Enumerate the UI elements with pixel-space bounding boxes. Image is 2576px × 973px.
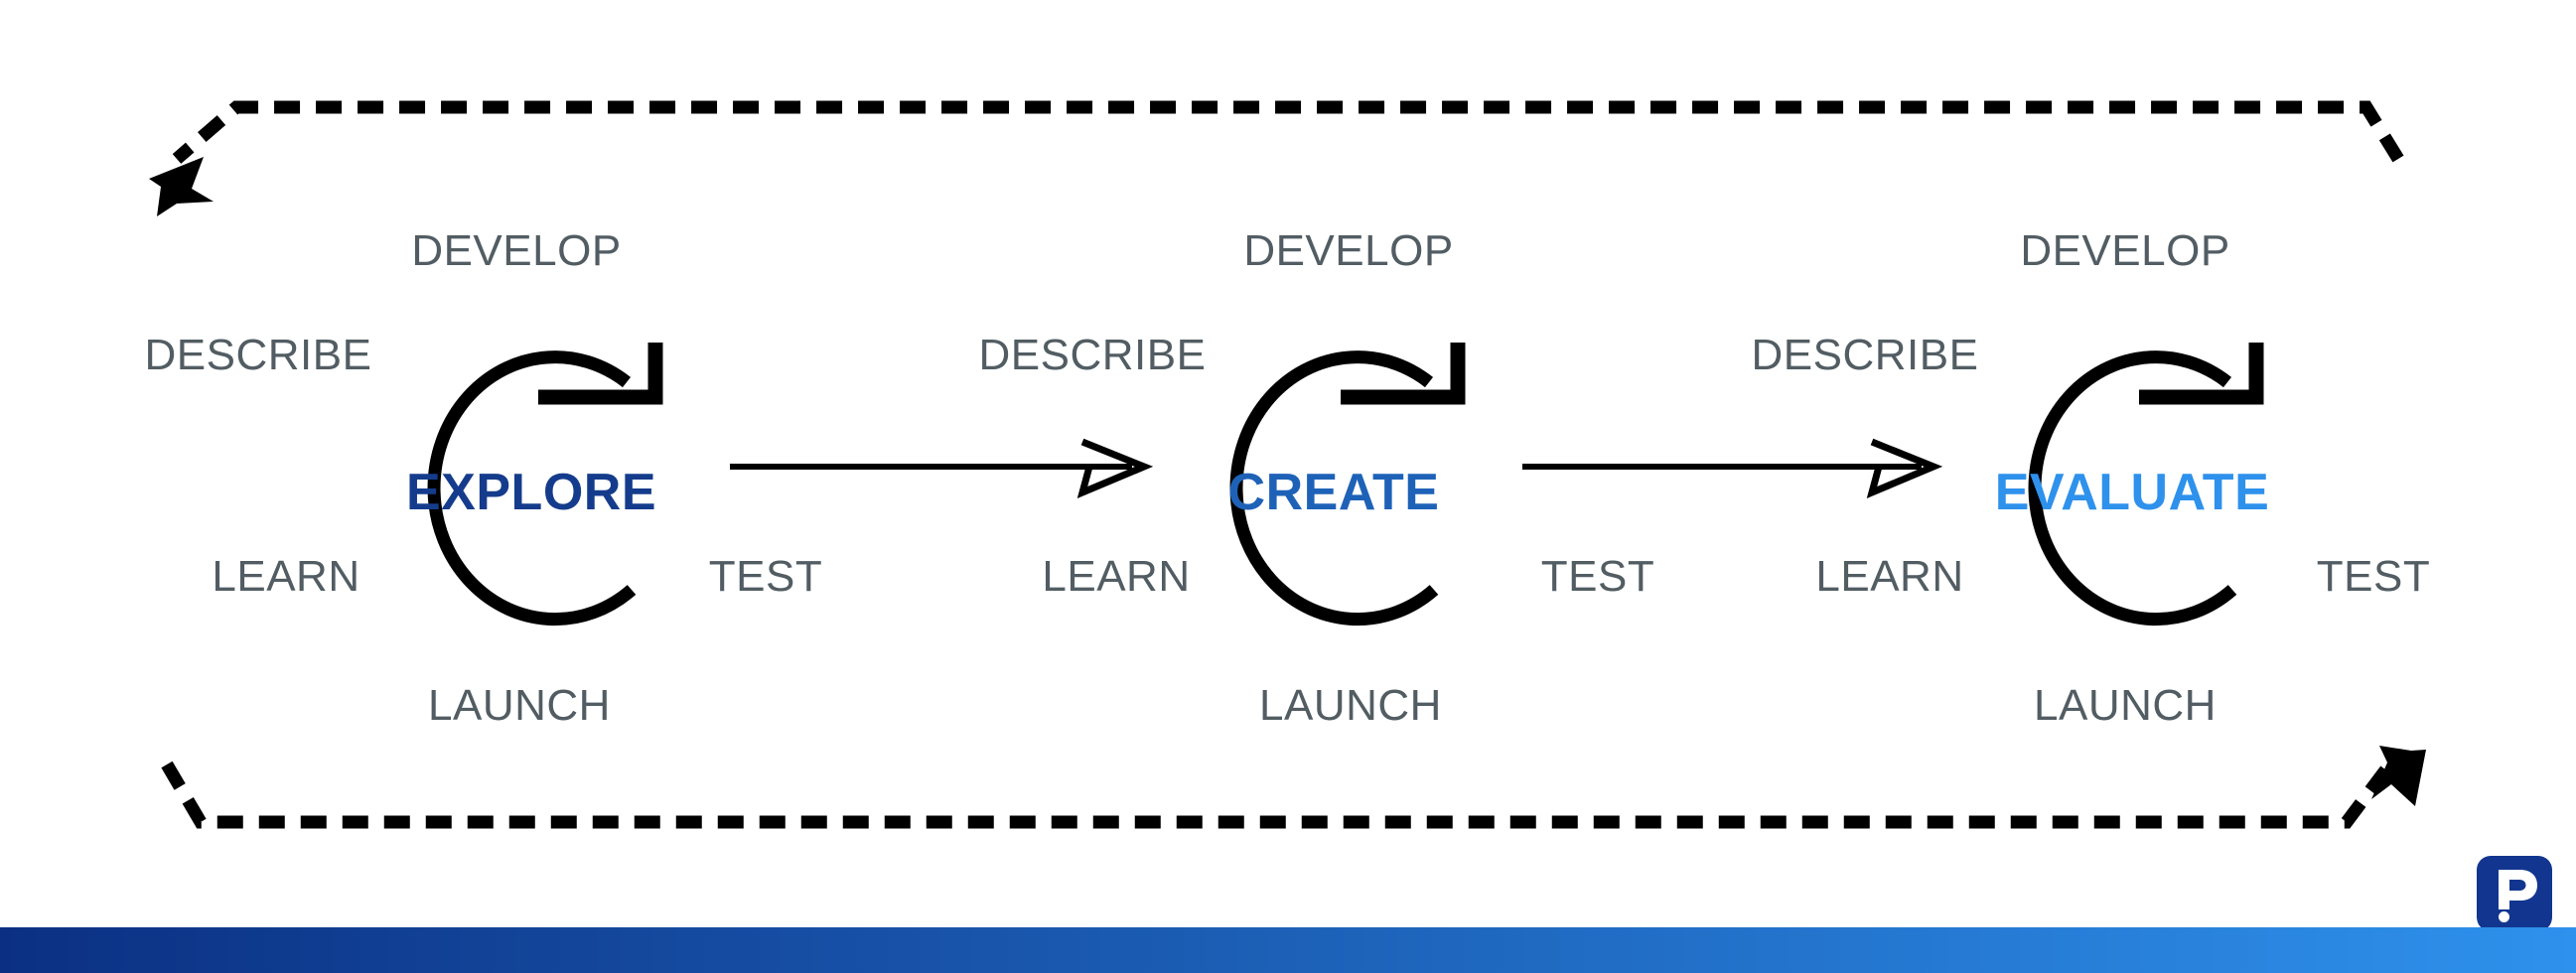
create-label-launch: LAUNCH (1259, 681, 1442, 730)
connector-create-to-evaluate (1522, 438, 1943, 498)
create-ring-arrowhead-icon (1341, 343, 1466, 405)
top-feedback-arrowhead-icon (149, 157, 214, 216)
evaluate-ring-arc (2028, 350, 2237, 626)
evaluate-label-develop: DEVELOP (2020, 226, 2229, 275)
evaluate-label-learn: LEARN (1815, 552, 1963, 601)
connector-explore-to-create (730, 438, 1154, 498)
evaluate-ring-arrowhead-icon (2139, 343, 2264, 405)
connector-1-arrowhead-icon (1076, 438, 1154, 498)
footer-gradient-bar (0, 927, 2576, 973)
top-feedback-dashed-path (172, 100, 2404, 164)
explore-label-test: TEST (709, 552, 822, 601)
create-label-develop: DEVELOP (1243, 226, 1453, 275)
evaluate-label-describe: DESCRIBE (1752, 331, 1979, 379)
cycle-create[interactable]: CREATE DEVELOP DESCRIBE LEARN TEST LAUNC… (979, 226, 1655, 730)
create-label-test: TEST (1541, 552, 1654, 601)
explore-label-describe: DESCRIBE (145, 331, 372, 379)
top-feedback-loop (149, 100, 2404, 216)
cycle-title-create: CREATE (1228, 464, 1440, 521)
explore-label-learn: LEARN (212, 552, 359, 601)
cycle-title-explore: EXPLORE (406, 464, 656, 521)
evaluate-label-launch: LAUNCH (2034, 681, 2217, 730)
explore-ring-arrowhead-icon (538, 343, 663, 405)
logo-letter-p (2499, 870, 2537, 909)
logo-dot (2499, 911, 2509, 922)
cycle-evaluate[interactable]: EVALUATE DEVELOP DESCRIBE LEARN TEST LAU… (1752, 226, 2431, 730)
explore-ring-arc (427, 350, 637, 626)
cycle-explore[interactable]: EXPLORE DEVELOP DESCRIBE LEARN TEST LAUN… (145, 226, 823, 730)
bottom-feedback-loop (161, 746, 2426, 829)
cycle-title-evaluate: EVALUATE (1995, 464, 2270, 521)
explore-label-launch: LAUNCH (428, 681, 611, 730)
bottom-feedback-dashed-path (161, 761, 2394, 829)
connector-2-arrowhead-icon (1866, 438, 1943, 498)
create-ring-arc (1229, 350, 1439, 626)
create-label-learn: LEARN (1042, 552, 1190, 601)
evaluate-label-test: TEST (2317, 552, 2430, 601)
prototype-p-logo-icon (2477, 856, 2552, 931)
explore-label-develop: DEVELOP (411, 226, 621, 275)
bottom-feedback-arrowhead-icon (2371, 746, 2426, 806)
create-label-describe: DESCRIBE (979, 331, 1207, 379)
